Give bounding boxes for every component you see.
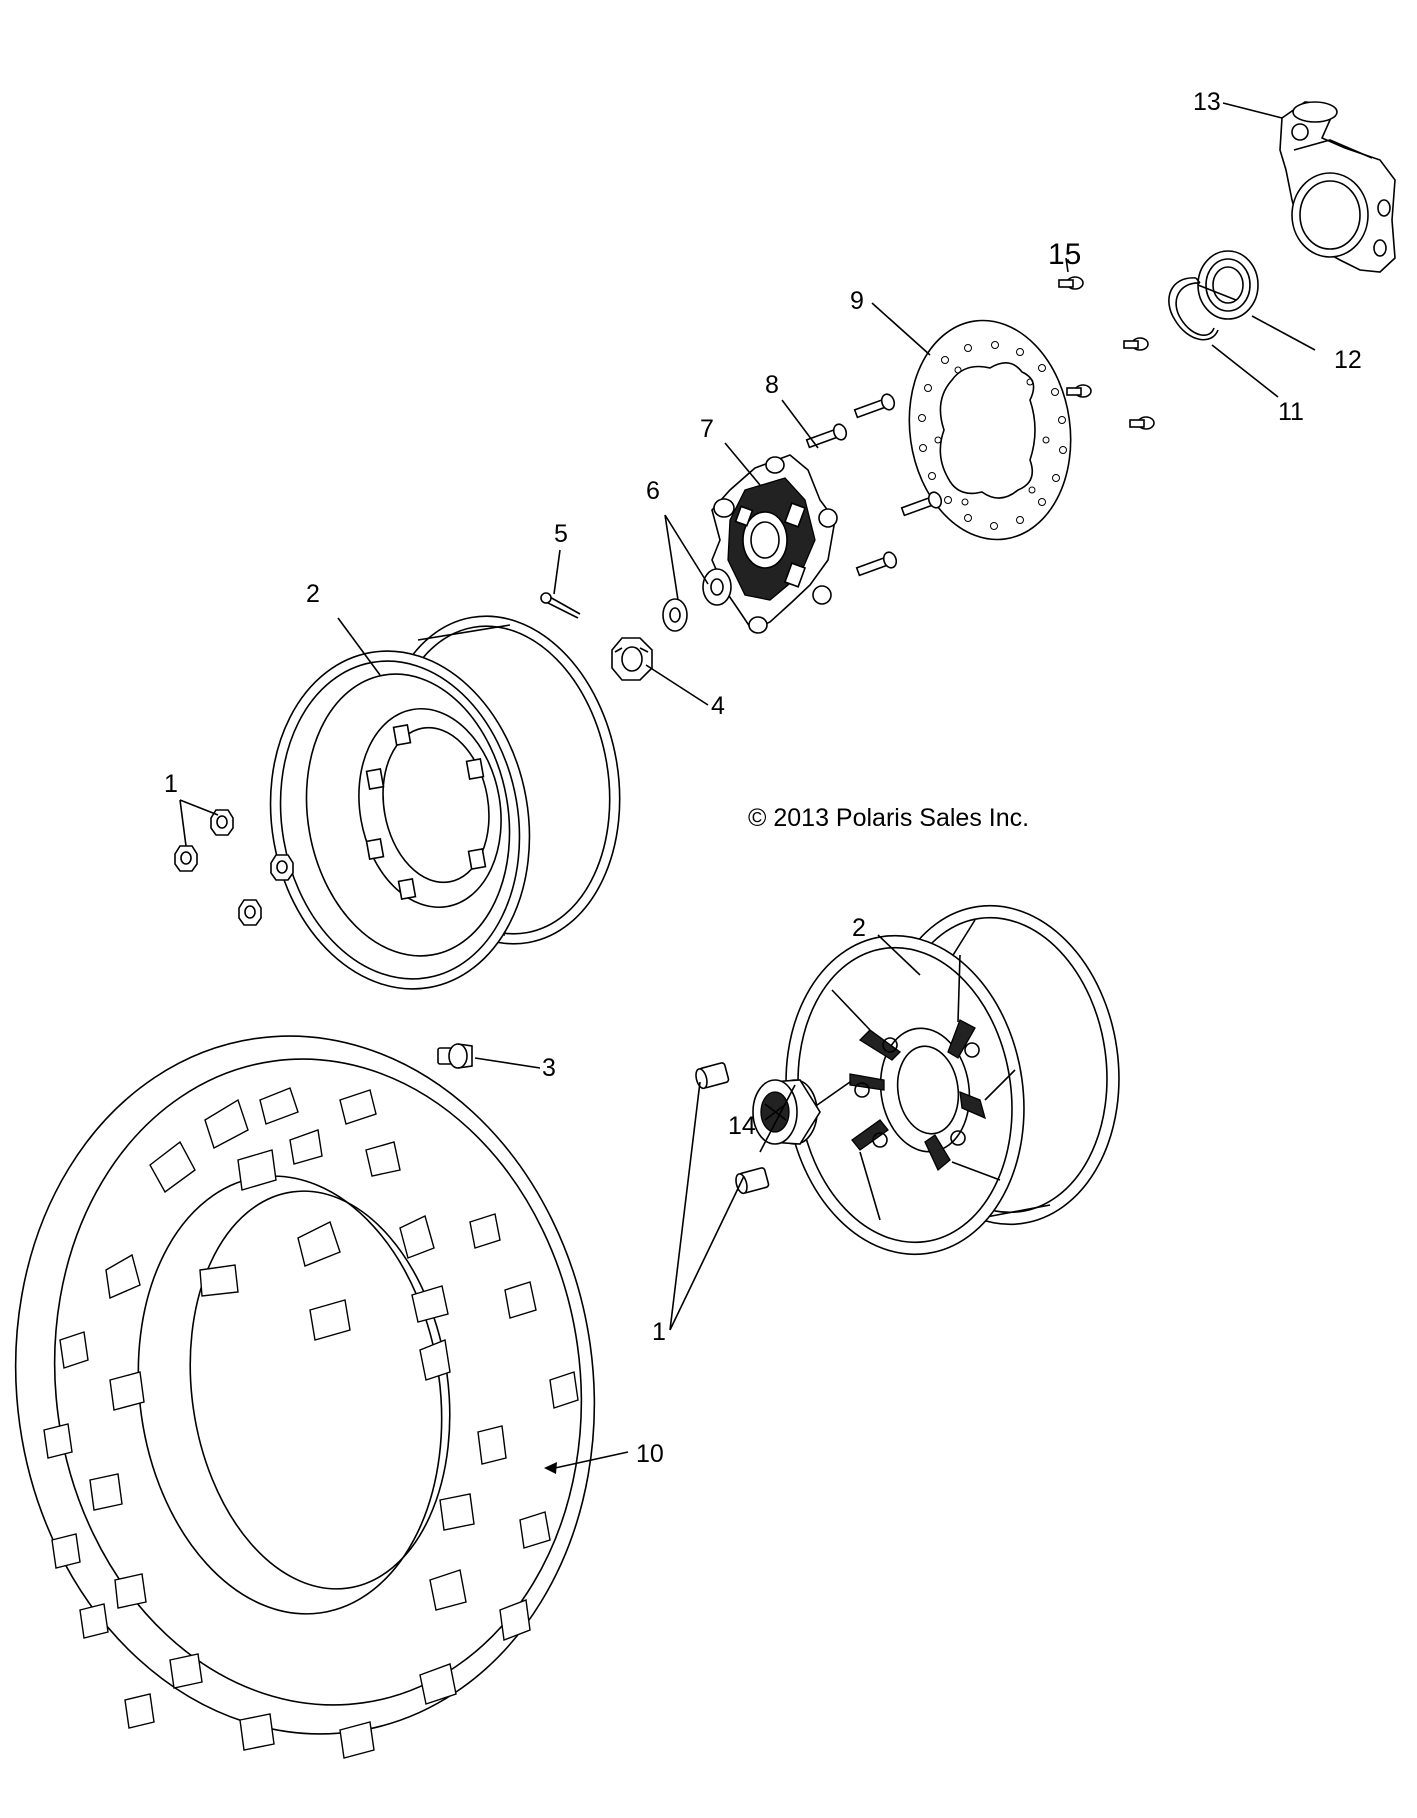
callout-1-lower: 1 [652, 1318, 666, 1346]
part-washers [662, 568, 732, 632]
callout-2-steel-rim: 2 [306, 580, 320, 608]
part-valve-stem [437, 1043, 473, 1069]
part-cotter-pin [540, 592, 581, 619]
callout-14: 14 [728, 1112, 756, 1140]
tire-tread-blocks [43, 1087, 579, 1759]
callout-9: 9 [850, 287, 864, 315]
callout-3: 3 [542, 1054, 556, 1082]
callout-1-upper: 1 [164, 770, 178, 798]
part-center-cap [752, 1079, 821, 1145]
callout-6: 6 [646, 477, 660, 505]
part-retaining-ring [1168, 277, 1219, 341]
part-steering-knuckle [1279, 101, 1396, 273]
part-hub-bolts [805, 393, 943, 577]
copyright-notice: © 2013 Polaris Sales Inc. [748, 804, 1029, 832]
callout-13: 13 [1193, 88, 1221, 116]
part-rim-steel [269, 615, 621, 990]
part-lug-nuts-lower [695, 1062, 770, 1195]
part-castle-nut [611, 637, 653, 681]
part-wheel-hub [711, 454, 838, 634]
callout-10: 10 [636, 1440, 664, 1468]
part-lug-nuts-upper [174, 809, 294, 926]
callout-5: 5 [554, 520, 568, 548]
callout-15: 15 [1048, 238, 1081, 271]
callout-7: 7 [700, 415, 714, 443]
callout-4: 4 [711, 692, 725, 720]
part-tire [14, 1035, 596, 1759]
leader-lines [179, 102, 1316, 1474]
part-disc-bolts [1058, 276, 1155, 430]
callout-12: 12 [1334, 346, 1362, 374]
part-rim-cast [785, 904, 1120, 1256]
callout-labels: 13 15 9 12 11 8 7 6 5 2 4 1 2 3 14 1 10 [164, 88, 1362, 1468]
part-brake-disc [908, 319, 1072, 541]
disc-holes [918, 341, 1067, 530]
callout-8: 8 [765, 371, 779, 399]
callout-11: 11 [1278, 398, 1304, 426]
callout-2-cast-rim: 2 [852, 914, 866, 942]
part-bearing [1197, 250, 1259, 320]
